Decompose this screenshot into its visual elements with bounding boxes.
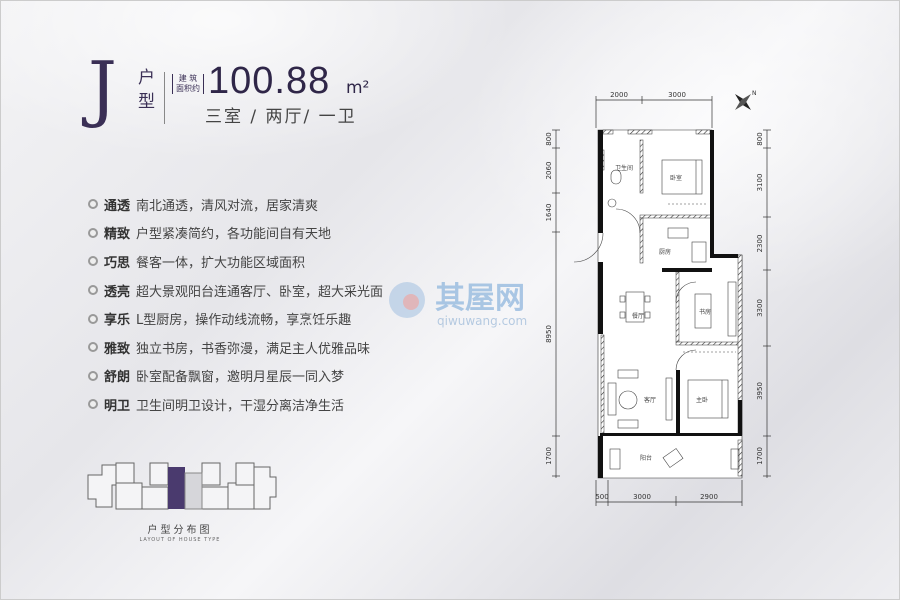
dim-top: 3000 [668,91,686,99]
bullet-icon [88,399,98,410]
feature-text: 户型紧凑简约，各功能间自有天地 [136,227,332,243]
furniture [573,159,740,470]
room-living: 客厅 [644,396,656,404]
feature-title: 享乐 [104,313,131,329]
room-dining: 餐厅 [632,312,644,320]
bullet-icon [88,199,98,210]
key-plan-diagram [87,462,277,510]
dimension-lines [552,96,771,506]
key-plan-title: 户型分布图 [147,525,213,536]
dim-label: 2300 [756,235,764,253]
feature-item: 透亮超大景观阳台连通客厅、卧室，超大采光面 [88,276,418,305]
key-plan-subtitle: LAYOUT OF HOUSE TYPE [139,537,221,543]
feature-text: 独立书房，书香弥漫，满足主人优雅品味 [136,341,371,357]
compass-icon: N [735,90,757,110]
feature-text: 卧室配备飘窗，邀明月星辰一同入梦 [136,370,345,386]
feature-list: 通透南北通透，清风对流，居家清爽精致户型紧凑简约，各功能间自有天地巧思餐客一体，… [88,190,418,419]
structural-walls [598,130,742,478]
unit-type-suffix: 户型 [138,68,155,112]
feature-item: 雅致独立书房，书香弥漫，满足主人优雅品味 [88,333,418,362]
watermark-cn: 其屋网 [435,281,525,316]
feature-item: 巧思餐客一体，扩大功能区域面积 [88,247,418,276]
bullet-icon [88,227,98,238]
layout-summary: 三室 / 两厅/ 一卫 [205,107,357,127]
bullet-icon [88,342,98,353]
feature-title: 巧思 [104,255,131,271]
dim-label: 1700 [756,447,764,465]
feature-text: L型厨房，操作动线流畅，享烹饪乐趣 [136,313,352,329]
compass-north: N [752,90,757,97]
dim-bottom: 3000 [633,493,651,501]
feature-title: 通透 [104,198,131,214]
dim-label: 3300 [756,299,764,317]
feature-title: 雅致 [104,341,131,357]
feature-title: 透亮 [104,284,131,300]
feature-title: 明卫 [104,398,131,414]
feature-item: 舒朗卧室配备飘窗，邀明月星辰一同入梦 [88,362,418,391]
dim-label: 2060 [545,162,553,180]
highlighted-unit [168,467,185,509]
unit-type-letter: J [88,46,117,130]
room-labels: 卫生间 卧室 厨房 餐厅 书房 客厅 主卧 阳台 [615,164,711,462]
dim-label: 1700 [545,447,553,465]
room-study: 书房 [699,308,711,316]
feature-text: 卫生间明卫设计，干湿分离洁净生活 [136,398,345,414]
feature-text: 南北通透，清风对流，居家清爽 [136,198,319,214]
room-bedroom: 卧室 [670,174,682,182]
feature-item: 明卫卫生间明卫设计，干湿分离洁净生活 [88,390,418,419]
dim-label: 8950 [545,325,553,343]
dim-label: 3950 [756,382,764,400]
dim-bottom: 500 [595,493,608,501]
room-master: 主卧 [696,396,708,404]
dim-label: 800 [545,132,553,145]
dim-label: 3100 [756,174,764,192]
area-unit: m² [346,78,370,98]
dimension-labels: 2000 3000 500 3000 2900 800 2060 1640 8950 1… [545,91,764,501]
dim-label: 800 [756,132,764,145]
divider [164,72,165,124]
bullet-icon [88,256,98,267]
feature-text: 超大景观阳台连通客厅、卧室，超大采光面 [136,284,384,300]
feature-item: 通透南北通透，清风对流，居家清爽 [88,190,418,219]
room-bath: 卫生间 [615,164,633,172]
feature-text: 餐客一体，扩大功能区域面积 [136,255,306,271]
key-plan: 户型分布图 LAYOUT OF HOUSE TYPE [80,455,280,555]
area-label: 建 筑 面积约 [172,74,204,94]
feature-title: 精致 [104,227,131,243]
feature-item: 精致户型紧凑简约，各功能间自有天地 [88,219,418,248]
dim-top: 2000 [610,91,628,99]
bullet-icon [88,313,98,324]
watermark-logo-icon [389,282,425,318]
room-balcony: 阳台 [640,454,652,462]
dim-label: 1640 [545,204,553,222]
bullet-icon [88,285,98,296]
feature-item: 享乐 L型厨房，操作动线流畅，享烹饪乐趣 [88,304,418,333]
dim-bottom: 2900 [700,493,718,501]
feature-title: 舒朗 [104,370,131,386]
bullet-icon [88,370,98,381]
area-value: 100.88 [208,60,331,102]
room-kitchen: 厨房 [659,248,671,256]
watermark: 其屋网 qiwuwang.com [385,270,575,330]
watermark-en: qiwuwang.com [437,314,527,328]
